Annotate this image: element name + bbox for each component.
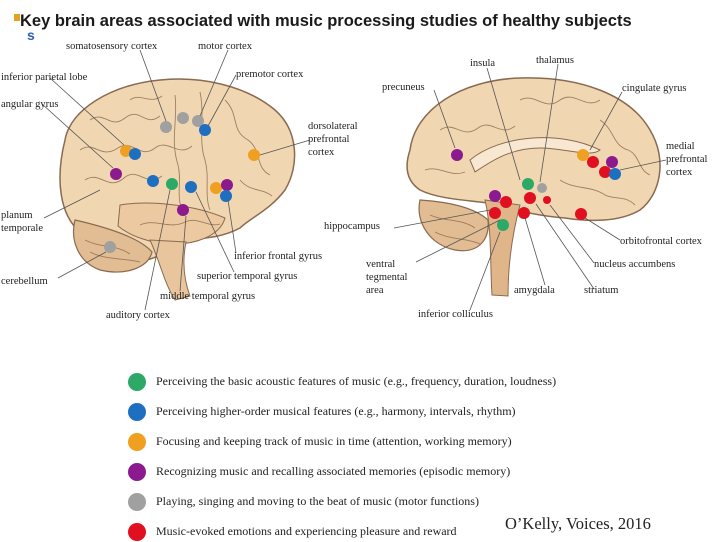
label-amygdala: amygdala bbox=[514, 285, 555, 296]
marker-gray bbox=[537, 183, 547, 193]
marker-orange bbox=[577, 149, 589, 161]
label-medial: medial bbox=[666, 141, 695, 152]
legend-text: Perceiving the basic acoustic features o… bbox=[156, 374, 557, 388]
legend-dot-blue bbox=[128, 403, 146, 421]
medial-brainstem bbox=[484, 199, 521, 297]
marker-red bbox=[500, 196, 512, 208]
label-area: area bbox=[366, 285, 384, 296]
lateral-leader-lines bbox=[41, 49, 311, 311]
marker-gray bbox=[160, 121, 172, 133]
label-thalamus: thalamus bbox=[536, 55, 574, 66]
marker-red bbox=[543, 196, 551, 204]
medial-gyri-lines bbox=[424, 96, 651, 245]
marker-red bbox=[518, 207, 530, 219]
legend-dot-gray bbox=[128, 493, 146, 511]
label-premotor-cortex: premotor cortex bbox=[236, 69, 304, 80]
label-striatum: striatum bbox=[584, 285, 618, 296]
legend-dot-purple bbox=[128, 463, 146, 481]
marker-orange bbox=[210, 182, 222, 194]
marker-blue bbox=[199, 124, 211, 136]
legend-dot-red bbox=[128, 523, 146, 541]
label-ventral: ventral bbox=[366, 259, 395, 270]
legend-text: Music-evoked emotions and experiencing p… bbox=[156, 524, 457, 538]
label-orbitofrontal-cortex: orbitofrontal cortex bbox=[620, 236, 703, 247]
medial-leader-lines bbox=[393, 63, 667, 311]
legend-text: Playing, singing and moving to the beat … bbox=[156, 494, 479, 508]
legend-dot-orange bbox=[128, 433, 146, 451]
label-cingulate-gyrus: cingulate gyrus bbox=[622, 83, 686, 94]
marker-purple bbox=[489, 190, 501, 202]
label-angular-gyrus: angular gyrus bbox=[1, 99, 58, 110]
lateral-temporal-lobe bbox=[117, 202, 226, 245]
medial-markers bbox=[451, 149, 621, 231]
legend-text: Perceiving higher-order musical features… bbox=[156, 404, 516, 418]
marker-green bbox=[497, 219, 509, 231]
title-logo-letter: s bbox=[27, 27, 35, 43]
label-somatosensory-cortex: somatosensory cortex bbox=[66, 41, 158, 52]
marker-purple bbox=[110, 168, 122, 180]
label-inferior-colliculus: inferior colliculus bbox=[418, 309, 493, 320]
marker-purple bbox=[451, 149, 463, 161]
label-medial-prefrontal: prefrontal bbox=[666, 154, 707, 165]
marker-red bbox=[599, 166, 611, 178]
marker-purple bbox=[221, 179, 233, 191]
label-nucleus-accumbens: nucleus accumbens bbox=[594, 259, 675, 270]
marker-orange bbox=[248, 149, 260, 161]
marker-purple bbox=[606, 156, 618, 168]
label-cerebellum: cerebellum bbox=[1, 276, 48, 287]
lateral-markers bbox=[104, 112, 260, 253]
legend-text: Recognizing music and recalling associat… bbox=[156, 464, 511, 478]
label-insula: insula bbox=[470, 58, 495, 69]
marker-red bbox=[575, 208, 587, 220]
medial-cerebellum bbox=[418, 199, 489, 252]
marker-blue bbox=[129, 148, 141, 160]
medial-brain: insula thalamus precuneus cingulate gyru… bbox=[324, 55, 707, 320]
label-auditory-cortex: auditory cortex bbox=[106, 310, 171, 321]
marker-red bbox=[587, 156, 599, 168]
marker-gray bbox=[192, 115, 204, 127]
label-tegmental: tegmental bbox=[366, 272, 407, 283]
lateral-brain: somatosensory cortex motor cortex premot… bbox=[1, 41, 358, 321]
label-prefrontal: prefrontal bbox=[308, 134, 349, 145]
label-hippocampus: hippocampus bbox=[324, 221, 380, 232]
citation: O’Kelly, Voices, 2016 bbox=[505, 514, 651, 533]
label-planum: planum bbox=[1, 210, 33, 221]
marker-purple bbox=[177, 204, 189, 216]
marker-green bbox=[522, 178, 534, 190]
marker-blue bbox=[147, 175, 159, 187]
title-bullet-mark bbox=[14, 14, 20, 21]
page-title: Key brain areas associated with music pr… bbox=[20, 12, 632, 30]
marker-blue bbox=[220, 190, 232, 202]
label-inferior-parietal-lobe: inferior parietal lobe bbox=[1, 72, 88, 83]
label-motor-cortex: motor cortex bbox=[198, 41, 253, 52]
marker-green bbox=[166, 178, 178, 190]
label-precuneus: precuneus bbox=[382, 82, 425, 93]
marker-gray bbox=[177, 112, 189, 124]
lateral-brainstem bbox=[149, 239, 191, 301]
legend-dot-green bbox=[128, 373, 146, 391]
label-medial-cortex: cortex bbox=[666, 167, 693, 178]
label-temporale: temporale bbox=[1, 223, 43, 234]
label-superior-temporal-gyrus: superior temporal gyrus bbox=[197, 271, 297, 282]
marker-red bbox=[524, 192, 536, 204]
medial-cerebrum bbox=[406, 77, 661, 222]
marker-blue bbox=[609, 168, 621, 180]
label-dorsolateral: dorsolateral bbox=[308, 121, 358, 132]
label-middle-temporal-gyrus: middle temporal gyrus bbox=[160, 291, 255, 302]
marker-gray bbox=[104, 241, 116, 253]
label-inferior-frontal-gyrus: inferior frontal gyrus bbox=[234, 251, 322, 262]
marker-blue bbox=[185, 181, 197, 193]
legend-text: Focusing and keeping track of music in t… bbox=[156, 434, 512, 448]
label-cortex: cortex bbox=[308, 147, 335, 158]
marker-red bbox=[489, 207, 501, 219]
